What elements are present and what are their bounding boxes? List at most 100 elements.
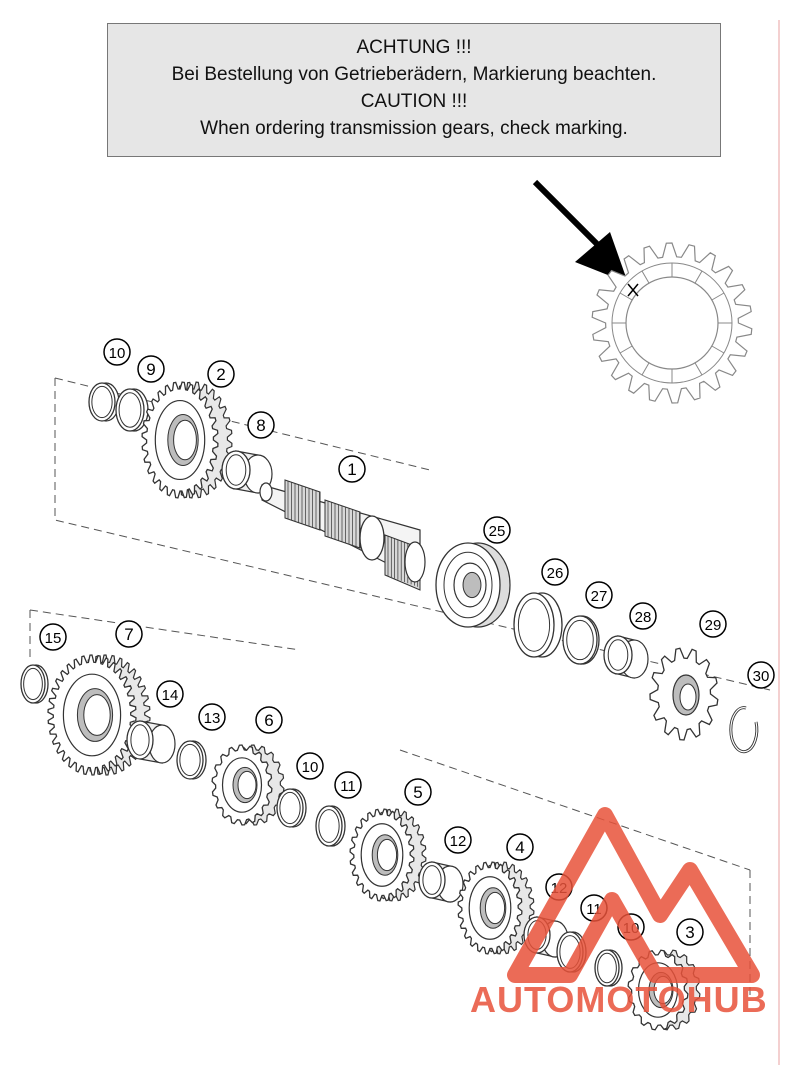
callout-circle <box>629 602 657 630</box>
callout-29: 29 <box>699 610 727 638</box>
caution-notice: ACHTUNG !!! Bei Bestellung von Getrieber… <box>107 23 721 157</box>
part-25 <box>435 542 511 628</box>
callout-label: 2 <box>216 365 225 384</box>
callout-label: 5 <box>413 783 422 802</box>
part-10-upper <box>88 382 120 422</box>
callout-label: 26 <box>547 565 564 582</box>
callout-2: 2 <box>207 360 235 388</box>
lower-frame-top <box>29 609 301 651</box>
part-27 <box>562 615 600 665</box>
notice-line-4: When ordering transmission gears, check … <box>200 118 628 139</box>
part-12-lower-a <box>418 861 464 903</box>
part-5 <box>349 808 427 902</box>
callout-label: 10 <box>302 759 319 776</box>
marking-arrow <box>532 179 628 283</box>
callout-label: 1 <box>347 460 356 479</box>
callout-circle <box>585 581 613 609</box>
reference-gear-marking <box>591 242 753 404</box>
callout-label: 9 <box>146 360 155 379</box>
callout-label: 27 <box>591 588 608 605</box>
notice-line-2: Bei Bestellung von Getrieberädern, Marki… <box>171 64 657 85</box>
callout-circle <box>676 918 704 946</box>
part-6 <box>211 744 285 826</box>
part-9 <box>115 388 149 432</box>
part-28 <box>603 635 649 679</box>
callout-circle <box>247 411 275 439</box>
notice-line-3: CAUTION !!! <box>360 91 468 112</box>
callout-circle <box>198 703 226 731</box>
part-14 <box>126 720 176 764</box>
callout-circle <box>334 771 362 799</box>
part-26 <box>513 592 563 658</box>
callout-circle <box>404 778 432 806</box>
callout-14: 14 <box>156 680 184 708</box>
callout-label: 30 <box>753 668 770 685</box>
callout-label: 29 <box>705 617 722 634</box>
callout-4: 4 <box>506 833 534 861</box>
part-1-main-shaft <box>259 479 426 591</box>
callout-circle <box>338 455 366 483</box>
notice-line-1: ACHTUNG !!! <box>356 37 472 58</box>
part-2 <box>141 381 233 499</box>
callout-26: 26 <box>541 558 569 586</box>
callout-13: 13 <box>198 703 226 731</box>
callout-circle <box>483 516 511 544</box>
callout-circle <box>156 680 184 708</box>
callout-10: 10 <box>103 338 131 366</box>
callout-circle <box>115 620 143 648</box>
callout-circle <box>444 826 472 854</box>
parts-group <box>20 381 759 1031</box>
callout-circle <box>747 661 775 689</box>
callout-label: 3 <box>685 923 694 942</box>
callout-10: 10 <box>296 752 324 780</box>
callout-9: 9 <box>137 355 165 383</box>
callout-label: 4 <box>515 838 524 857</box>
watermark-triangle-icon <box>507 807 760 983</box>
callout-6: 6 <box>255 706 283 734</box>
callout-label: 8 <box>256 416 265 435</box>
callout-30: 30 <box>747 661 775 689</box>
callout-label: 13 <box>204 710 221 727</box>
callout-circle <box>541 558 569 586</box>
callout-25: 25 <box>483 516 511 544</box>
callout-label: 11 <box>340 778 356 795</box>
callout-27: 27 <box>585 581 613 609</box>
callout-label: 25 <box>489 523 506 540</box>
part-10-lower-b <box>594 949 623 987</box>
callout-7: 7 <box>115 620 143 648</box>
callout-28: 28 <box>629 602 657 630</box>
callout-label: 6 <box>264 711 273 730</box>
callout-15: 15 <box>39 623 67 651</box>
callout-circle <box>137 355 165 383</box>
callout-circle <box>39 623 67 651</box>
part-4 <box>457 861 535 955</box>
watermark-logo: AUTOMOTOHUB <box>470 807 768 1020</box>
callout-circle <box>296 752 324 780</box>
part-7 <box>47 654 151 776</box>
callout-circle <box>103 338 131 366</box>
part-13 <box>176 740 207 780</box>
watermark-text: AUTOMOTOHUB <box>470 979 768 1020</box>
callout-label: 14 <box>162 687 179 704</box>
callout-8: 8 <box>247 411 275 439</box>
callout-circle <box>506 833 534 861</box>
callout-label: 12 <box>450 833 467 850</box>
part-10-lower-a <box>276 788 307 828</box>
part-15 <box>20 664 49 704</box>
callout-circle <box>699 610 727 638</box>
lower-frame-right <box>399 749 751 871</box>
callout-1: 1 <box>338 455 366 483</box>
callout-circle <box>255 706 283 734</box>
part-29-sprocket <box>649 647 719 741</box>
callout-label: 15 <box>45 630 62 647</box>
callout-circle <box>207 360 235 388</box>
callout-label: 28 <box>635 609 652 626</box>
callout-5: 5 <box>404 778 432 806</box>
callout-11: 11 <box>334 771 362 799</box>
callout-label: 10 <box>109 345 126 362</box>
part-11-lower-a <box>315 805 346 847</box>
callout-label: 7 <box>124 625 133 644</box>
callout-12: 12 <box>444 826 472 854</box>
